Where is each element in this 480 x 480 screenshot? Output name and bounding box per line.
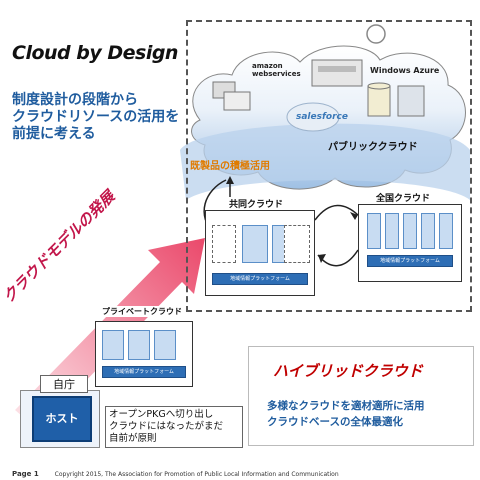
vendor-aws-label: amazon webservices <box>252 62 301 78</box>
subtitle-line: 制度設計の段階から <box>12 92 138 108</box>
shared-block-empty <box>212 225 236 263</box>
note-line: クラウドにはなったがまだ <box>109 421 224 432</box>
subtitle: 制度設計の段階から クラウドリソースの活用を 前提に考える <box>12 92 187 143</box>
note-line: 自前が原則 <box>109 433 157 444</box>
cloud-band <box>180 123 470 200</box>
national-block <box>367 213 381 249</box>
salesforce-icon <box>286 102 340 132</box>
national-block <box>439 213 453 249</box>
copyright: Copyright 2015, The Association for Prom… <box>54 471 339 478</box>
db-icon <box>367 82 391 117</box>
reuse-label: 既製品の積極活用 <box>190 161 270 172</box>
national-block <box>421 213 435 249</box>
shared-cloud-title: 共同クラウド <box>226 197 287 210</box>
private-block <box>102 330 124 360</box>
cylinder-icon <box>397 85 425 117</box>
footer: Page 1 Copyright 2015, The Association f… <box>12 470 339 478</box>
hybrid-description: 多様なクラウドを適材適所に活用 クラウドベースの全体最適化 <box>267 398 425 430</box>
page-title: Cloud by Design <box>12 42 178 64</box>
integration-area-box <box>186 20 472 312</box>
vendor-azure-label: Windows Azure <box>370 66 440 75</box>
hybrid-title: ハイブリッドクラウド <box>273 362 423 380</box>
private-cloud-title: プライベートクラウド <box>100 306 184 317</box>
national-cloud-box: 全国クラウド 地域情報プラットフォーム <box>358 191 462 282</box>
subtitle-line: クラウドリソースの活用を <box>12 109 180 125</box>
hybrid-desc-line: 多様なクラウドを適材適所に活用 <box>267 400 425 412</box>
storage-icon <box>311 59 363 87</box>
note-line: オープンPKGへ切り出し <box>109 409 214 420</box>
public-cloud-label: パブリッククラウド <box>328 142 418 153</box>
arrow-shared-to-national <box>314 204 359 221</box>
shared-platform: 地域情報プラットフォーム <box>212 273 308 285</box>
globe-icon <box>366 24 386 44</box>
private-platform: 地域情報プラットフォーム <box>102 366 186 378</box>
national-block <box>403 213 417 249</box>
shared-block-empty <box>284 225 310 263</box>
shared-block <box>242 225 268 263</box>
vendor-salesforce-label: salesforce <box>296 112 348 122</box>
private-block <box>154 330 176 360</box>
private-cloud-box: プライベートクラウド 地域情報プラットフォーム <box>95 306 193 387</box>
hybrid-desc-line: クラウドベースの全体最適化 <box>267 416 403 428</box>
national-cloud-title: 全国クラウド <box>373 191 434 204</box>
note-box: オープンPKGへ切り出し クラウドにはなったがまだ 自前が原則 <box>105 406 243 448</box>
host-box: ホスト <box>32 396 92 442</box>
self-office-label: 自庁 <box>40 375 88 393</box>
page-number: Page 1 <box>12 470 39 478</box>
private-block <box>128 330 150 360</box>
national-block <box>385 213 399 249</box>
subtitle-line: 前提に考える <box>12 126 96 142</box>
server-icon <box>212 81 251 111</box>
hybrid-box <box>248 346 474 446</box>
national-platform: 地域情報プラットフォーム <box>367 255 453 267</box>
shared-cloud-box: 共同クラウド 地域情報プラットフォーム <box>205 197 315 296</box>
